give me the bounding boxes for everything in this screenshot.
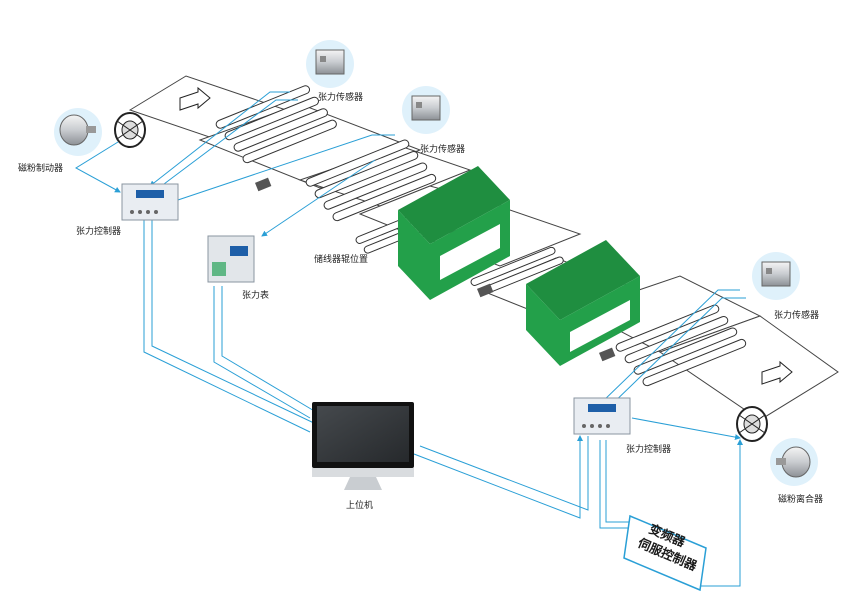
magnetic-brake-icon: [54, 108, 102, 156]
oven-2: [526, 240, 640, 366]
arrow-icon: [761, 360, 793, 385]
arrow-icon: [179, 86, 211, 111]
monitor-icon: [312, 402, 414, 490]
tension-sensor-icon: [306, 40, 354, 88]
tension-controller-icon: [573, 397, 631, 435]
label-tension-sensor-1: 张力传感器: [318, 91, 363, 103]
label-tension-sensor-3: 张力传感器: [774, 309, 819, 321]
label-tension-meter: 张力表: [242, 289, 269, 301]
label-host-computer: 上位机: [346, 499, 373, 511]
tension-meter-icon: [207, 235, 255, 283]
label-magnetic-clutch: 磁粉离合器: [778, 493, 823, 505]
tension-sensor-icon: [752, 252, 800, 300]
label-magnetic-brake: 磁粉制动器: [18, 162, 63, 174]
signal-wires: [75, 91, 746, 587]
inverter-box: [623, 514, 707, 592]
rewind-reel: [736, 406, 768, 442]
magnetic-clutch-icon: [770, 438, 818, 486]
label-tension-sensor-2: 张力传感器: [420, 143, 465, 155]
label-tension-controller-right: 张力控制器: [626, 443, 671, 455]
tension-controller-icon: [121, 183, 179, 221]
tension-sensor-icon: [402, 86, 450, 134]
label-tension-controller-left: 张力控制器: [76, 225, 121, 237]
rollers: [215, 85, 747, 387]
label-accumulator-roller: 储线器辊位置: [314, 253, 368, 265]
oven-1: [398, 166, 510, 300]
unwind-reel: [114, 112, 146, 148]
